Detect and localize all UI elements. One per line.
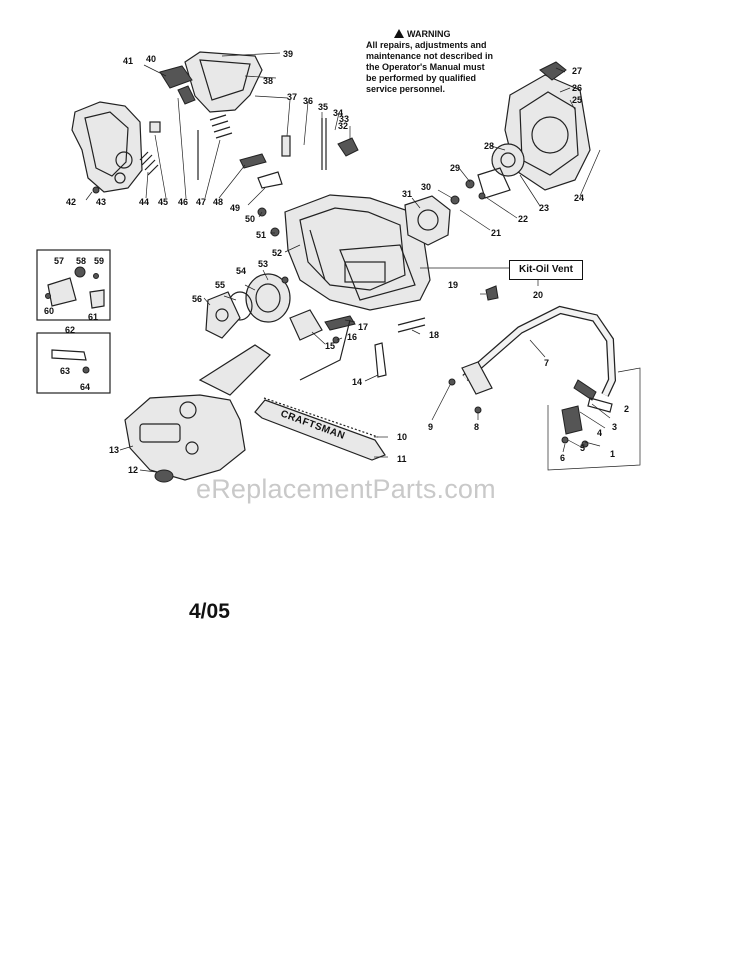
callout-33: 33 <box>339 114 349 124</box>
callout-36: 36 <box>303 96 313 106</box>
callout-25: 25 <box>572 95 582 105</box>
date-code: 4/05 <box>189 600 230 623</box>
callout-47: 47 <box>196 197 206 207</box>
callout-14: 14 <box>352 377 362 387</box>
callout-8: 8 <box>474 422 479 432</box>
chain-adjuster-parts <box>289 309 426 381</box>
callout-50: 50 <box>245 214 255 224</box>
callout-3: 3 <box>612 422 617 432</box>
callout-41: 41 <box>123 56 133 66</box>
warning-notice: WARNING All repairs, adjustments and mai… <box>366 29 526 95</box>
callout-29: 29 <box>450 163 460 173</box>
warning-line-2: maintenance not described in <box>366 51 494 61</box>
callout-26: 26 <box>572 83 582 93</box>
callout-44: 44 <box>139 197 149 207</box>
watermark-text: eReplacementParts.com <box>196 474 496 504</box>
callout-48: 48 <box>213 197 223 207</box>
callout-49: 49 <box>230 203 240 213</box>
callout-22: 22 <box>518 214 528 224</box>
leader-lines <box>85 64 611 473</box>
callout-4: 4 <box>597 428 602 438</box>
callout-19: 19 <box>448 280 458 290</box>
callout-61: 61 <box>88 312 98 322</box>
callout-11: 11 <box>397 454 407 464</box>
starter-housing-part <box>465 61 591 200</box>
clutch-drum-part <box>205 273 291 339</box>
callout-7: 7 <box>544 358 549 368</box>
callout-57: 57 <box>54 256 64 266</box>
warning-title: WARNING <box>366 29 526 40</box>
callout-12: 12 <box>128 465 138 475</box>
callout-28: 28 <box>484 141 494 151</box>
front-handle-part <box>448 305 617 414</box>
callout-45: 45 <box>158 197 168 207</box>
callout-40: 40 <box>146 54 156 64</box>
callout-27: 27 <box>572 66 582 76</box>
callout-32: 32 <box>338 121 348 131</box>
callout-53: 53 <box>258 259 268 269</box>
callout-52: 52 <box>272 248 282 258</box>
callout-56: 56 <box>192 294 202 304</box>
callout-21: 21 <box>491 228 501 238</box>
callout-38: 38 <box>263 76 273 86</box>
callout-64: 64 <box>80 382 90 392</box>
callout-59: 59 <box>94 256 104 266</box>
callout-39: 39 <box>283 49 293 59</box>
callout-numbers: 1 2 3 4 5 6 7 8 9 10 11 12 13 14 15 16 1… <box>44 49 629 475</box>
callout-63: 63 <box>60 366 70 376</box>
inset-panel-62-64 <box>36 332 111 394</box>
warning-line-1: All repairs, adjustments and <box>366 40 487 50</box>
callout-20: 20 <box>533 290 543 300</box>
callout-55: 55 <box>215 280 225 290</box>
callout-58: 58 <box>76 256 86 266</box>
callout-46: 46 <box>178 197 188 207</box>
callout-42: 42 <box>66 197 76 207</box>
callout-6: 6 <box>560 453 565 463</box>
callout-30: 30 <box>421 182 431 192</box>
inset-panel-57-61 <box>36 249 111 321</box>
callout-37: 37 <box>287 92 297 102</box>
warning-line-5: service personnel. <box>366 84 446 94</box>
callout-24: 24 <box>574 193 584 203</box>
callout-13: 13 <box>109 445 119 455</box>
callout-10: 10 <box>397 432 407 442</box>
engine-housing-part <box>284 194 431 311</box>
warning-triangle-icon <box>394 29 404 38</box>
springs-and-fasteners <box>139 114 359 237</box>
callout-60: 60 <box>44 306 54 316</box>
callout-9: 9 <box>428 422 433 432</box>
callout-43: 43 <box>96 197 106 207</box>
callout-18: 18 <box>429 330 439 340</box>
callout-51: 51 <box>256 230 266 240</box>
kit-oil-vent-label: Kit-Oil Vent <box>509 260 583 280</box>
warning-line-3: the Operator's Manual must <box>366 62 485 72</box>
oil-vent-part <box>420 267 509 301</box>
warning-line-4: be performed by qualified <box>366 73 477 83</box>
callout-15: 15 <box>325 341 335 351</box>
callout-1: 1 <box>610 449 615 459</box>
guide-bar-part <box>254 397 386 461</box>
flywheel-part <box>404 195 460 246</box>
top-handle-part <box>159 51 289 113</box>
callout-16: 16 <box>347 332 357 342</box>
rear-handle-part <box>71 101 143 194</box>
callout-62: 62 <box>65 325 75 335</box>
sprocket-cover-part <box>124 344 271 483</box>
bracket-group-1 <box>547 367 641 471</box>
callout-31: 31 <box>402 189 412 199</box>
callout-5: 5 <box>580 443 585 453</box>
callout-34: 34 <box>333 108 343 118</box>
callout-54: 54 <box>236 266 246 276</box>
callout-17: 17 <box>358 322 368 332</box>
callout-35: 35 <box>318 102 328 112</box>
callout-2: 2 <box>624 404 629 414</box>
callout-23: 23 <box>539 203 549 213</box>
